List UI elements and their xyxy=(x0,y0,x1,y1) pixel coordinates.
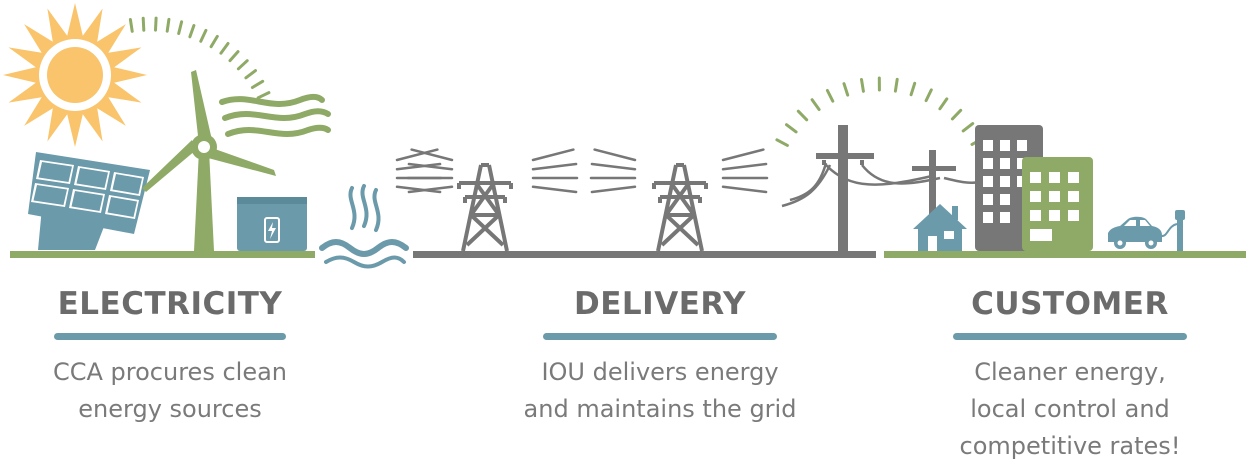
window xyxy=(983,140,993,151)
window xyxy=(983,176,993,187)
window xyxy=(1000,194,1010,205)
ground-green-left xyxy=(10,251,315,258)
section-electricity: ELECTRICITY CCA procures clean energy so… xyxy=(20,282,320,428)
arc-dash xyxy=(940,99,947,109)
description-line: Cleaner energy, xyxy=(925,354,1215,391)
description-line: IOU delivers energy xyxy=(500,354,820,391)
ground-green-right xyxy=(884,251,1246,258)
signal-ray xyxy=(723,150,763,160)
section-description: Cleaner energy, local control and compet… xyxy=(925,354,1215,465)
arc-dash xyxy=(798,111,806,120)
window xyxy=(1017,140,1027,151)
arc-dash xyxy=(238,61,247,69)
arc-dash xyxy=(926,90,931,101)
tower-frame xyxy=(654,165,706,251)
solar-panel-icon xyxy=(28,152,150,250)
description-line: energy sources xyxy=(20,391,320,428)
arc-dash xyxy=(246,71,256,78)
battery-icon xyxy=(237,197,307,251)
arc-dash xyxy=(201,30,206,41)
arc-dash xyxy=(862,80,864,92)
arc-dash xyxy=(211,36,217,46)
water-heat-icon xyxy=(322,186,406,267)
window xyxy=(1049,191,1060,202)
transmission-tower-icon xyxy=(654,165,706,251)
arc-dash xyxy=(143,18,144,30)
signal-ray xyxy=(723,187,766,192)
window xyxy=(1030,172,1041,183)
arc-dash xyxy=(221,44,228,54)
section-title: CUSTOMER xyxy=(925,282,1215,326)
arc-dash xyxy=(952,110,960,119)
arc-dash xyxy=(787,125,797,132)
electric-car-icon xyxy=(1108,217,1162,249)
window xyxy=(1068,210,1079,221)
arc-dash xyxy=(156,18,157,30)
utility-pole-icon xyxy=(816,125,874,251)
arc-dash xyxy=(844,84,848,95)
signal-ray xyxy=(533,187,576,192)
arc-dash xyxy=(827,91,832,102)
arc-dash xyxy=(190,26,194,37)
section-underline xyxy=(54,333,286,340)
window xyxy=(983,158,993,169)
tower-frame xyxy=(459,165,511,251)
window xyxy=(983,212,993,223)
transmission-tower-icon xyxy=(459,165,511,251)
sun-icon xyxy=(3,3,147,147)
window xyxy=(1000,176,1010,187)
window xyxy=(1030,191,1041,202)
window xyxy=(1000,140,1010,151)
section-title: ELECTRICITY xyxy=(20,282,320,326)
window xyxy=(1030,210,1041,221)
signal-ray xyxy=(595,150,635,160)
section-delivery: DELIVERY IOU delivers energy and maintai… xyxy=(500,282,820,428)
signal-ray xyxy=(592,187,635,192)
transmission-signals xyxy=(397,150,767,192)
signal-ray xyxy=(723,164,766,169)
section-title: DELIVERY xyxy=(500,282,820,326)
utility-pole-small xyxy=(912,150,956,220)
section-underline xyxy=(953,333,1187,340)
arc-dash xyxy=(963,124,973,131)
section-customer: CUSTOMER Cleaner energy, local control a… xyxy=(925,282,1215,465)
arc-dash xyxy=(230,52,238,61)
wind-icon xyxy=(222,97,328,134)
section-description: IOU delivers energy and maintains the gr… xyxy=(500,354,820,428)
arc-dash xyxy=(179,22,182,34)
signal-ray xyxy=(592,164,635,169)
section-underline xyxy=(543,333,777,340)
window xyxy=(1049,210,1060,221)
energy-arc-left xyxy=(130,18,269,98)
arc-dash xyxy=(911,83,915,94)
window xyxy=(983,194,993,205)
house-icon xyxy=(913,204,967,251)
energy-flow-illustration xyxy=(0,0,1247,280)
window xyxy=(1068,191,1079,202)
arc-dash xyxy=(252,81,262,87)
description-line: CCA procures clean xyxy=(20,354,320,391)
window xyxy=(1049,172,1060,183)
charger-icon xyxy=(1162,210,1185,251)
arc-dash xyxy=(895,79,897,91)
building-icon xyxy=(1022,157,1093,251)
arc-dash xyxy=(167,19,169,31)
energy-arc-right xyxy=(777,78,990,159)
arc-dash xyxy=(777,140,788,146)
arc-dash xyxy=(130,20,132,32)
signal-ray xyxy=(533,150,573,160)
description-line: and maintains the grid xyxy=(500,391,820,428)
arc-dash xyxy=(258,93,269,98)
signal-ray xyxy=(533,164,576,169)
description-line: competitive rates! xyxy=(925,428,1215,465)
section-description: CCA procures clean energy sources xyxy=(20,354,320,428)
description-line: local control and xyxy=(925,391,1215,428)
arc-dash xyxy=(812,100,819,110)
window xyxy=(1068,172,1079,183)
window xyxy=(1000,158,1010,169)
ground-gray-middle xyxy=(413,251,876,258)
window xyxy=(1000,212,1010,223)
